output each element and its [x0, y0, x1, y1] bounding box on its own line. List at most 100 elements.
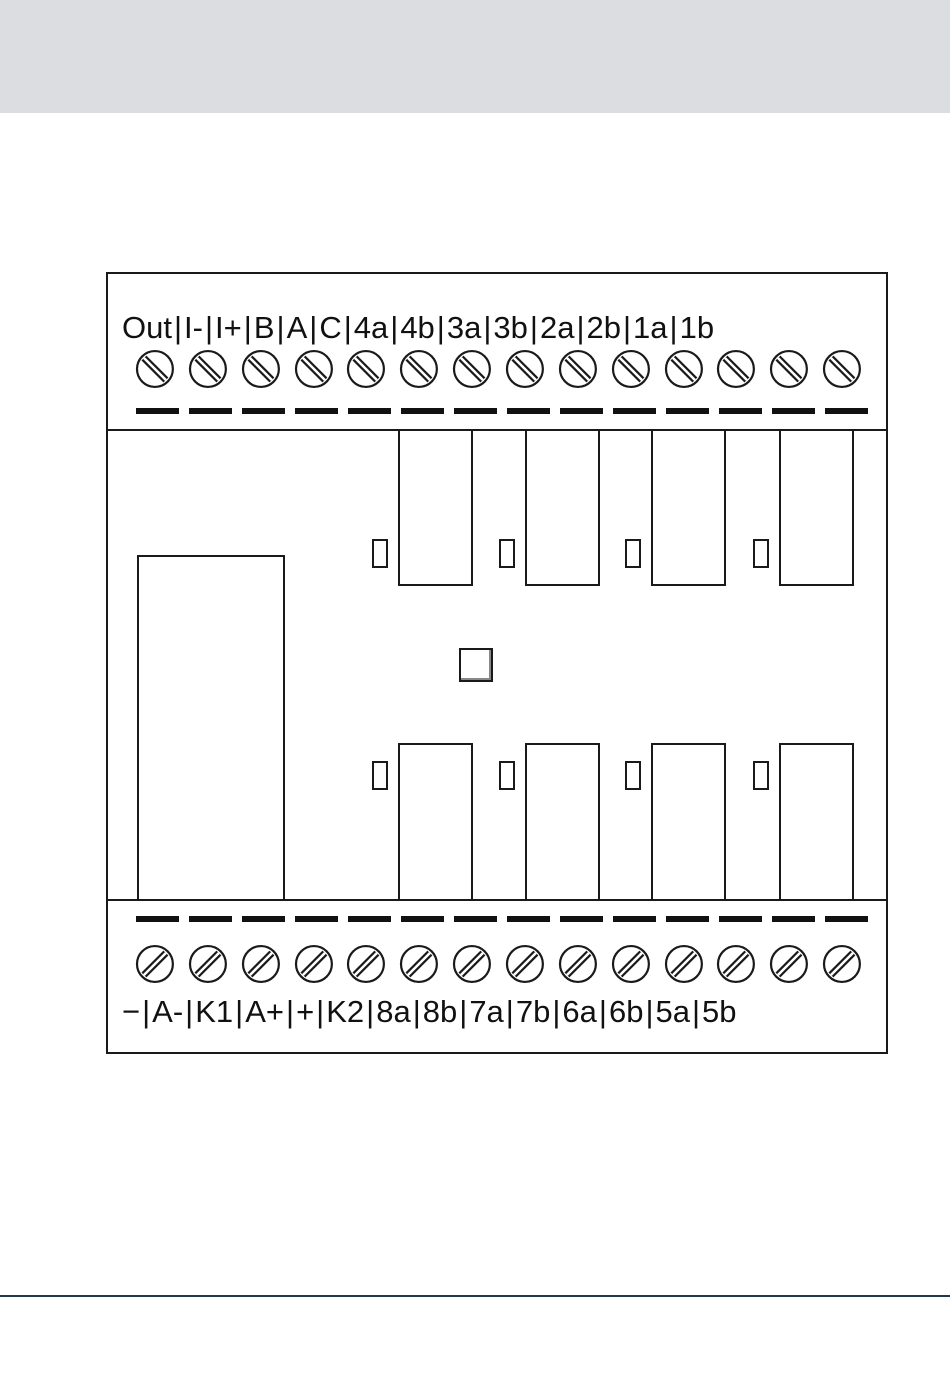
top-terminal-label: 4b	[400, 310, 434, 346]
bottom-terminal-separator: |	[506, 994, 514, 1030]
led-upper-2	[499, 539, 515, 568]
screw-slot-slash-icon[interactable]	[135, 944, 175, 984]
top-divider	[108, 429, 886, 431]
top-contact-bar	[136, 408, 179, 414]
top-terminal-label: A	[287, 310, 308, 346]
bottom-contact-bar	[825, 916, 868, 922]
top-terminal-label: 1b	[680, 310, 714, 346]
power-block	[137, 555, 285, 901]
screw-slot-slash-icon[interactable]	[241, 944, 281, 984]
bottom-terminal-separator: |	[599, 994, 607, 1030]
top-screw-row	[135, 349, 862, 389]
top-terminal-label: I-	[184, 310, 203, 346]
top-contact-bar	[560, 408, 603, 414]
top-contact-bar	[666, 408, 709, 414]
led-lower-2	[499, 761, 515, 790]
bottom-terminal-label: A+	[245, 994, 284, 1030]
relay-lower-2	[525, 743, 600, 901]
bottom-terminal-label: 7b	[516, 994, 550, 1030]
top-terminal-label: C	[319, 310, 341, 346]
screw-slot-slash-icon[interactable]	[769, 944, 809, 984]
screw-slot-backslash-icon[interactable]	[452, 349, 492, 389]
led-lower-3	[625, 761, 641, 790]
top-terminal-label: 4a	[354, 310, 388, 346]
screw-slot-backslash-icon[interactable]	[611, 349, 651, 389]
screw-slot-slash-icon[interactable]	[346, 944, 386, 984]
bottom-contact-bar	[348, 916, 391, 922]
top-terminal-label: 1a	[633, 310, 667, 346]
bottom-terminal-separator: |	[413, 994, 421, 1030]
top-terminal-label: I+	[215, 310, 242, 346]
top-contact-bar	[242, 408, 285, 414]
top-contact-bar	[348, 408, 391, 414]
screw-slot-backslash-icon[interactable]	[664, 349, 704, 389]
top-contact-bar	[454, 408, 497, 414]
relay-lower-4	[779, 743, 854, 901]
screw-slot-slash-icon[interactable]	[188, 944, 228, 984]
top-terminal-label: Out	[122, 310, 172, 346]
led-upper-4	[753, 539, 769, 568]
bottom-terminal-label: K2	[326, 994, 364, 1030]
screw-slot-backslash-icon[interactable]	[135, 349, 175, 389]
screw-slot-slash-icon[interactable]	[716, 944, 756, 984]
bottom-terminal-separator: |	[286, 994, 294, 1030]
top-terminal-separator: |	[390, 310, 398, 346]
bottom-terminal-label: 5a	[656, 994, 690, 1030]
top-terminal-separator: |	[483, 310, 491, 346]
top-terminal-separator: |	[530, 310, 538, 346]
top-contact-bars	[136, 408, 868, 414]
screw-slot-slash-icon[interactable]	[558, 944, 598, 984]
bottom-contact-bar	[666, 916, 709, 922]
screw-slot-slash-icon[interactable]	[294, 944, 334, 984]
top-terminal-separator: |	[344, 310, 352, 346]
bottom-contact-bar	[136, 916, 179, 922]
screw-slot-backslash-icon[interactable]	[399, 349, 439, 389]
screw-slot-backslash-icon[interactable]	[188, 349, 228, 389]
screw-slot-backslash-icon[interactable]	[716, 349, 756, 389]
bottom-terminal-label: −	[122, 994, 140, 1030]
bottom-contact-bar	[401, 916, 444, 922]
screw-slot-slash-icon[interactable]	[822, 944, 862, 984]
top-contact-bar	[189, 408, 232, 414]
screw-slot-backslash-icon[interactable]	[558, 349, 598, 389]
screw-slot-slash-icon[interactable]	[611, 944, 651, 984]
bottom-terminal-separator: |	[316, 994, 324, 1030]
bottom-contact-bar	[295, 916, 338, 922]
screw-slot-backslash-icon[interactable]	[769, 349, 809, 389]
led-upper-1	[372, 539, 388, 568]
footer-rule	[0, 1295, 950, 1297]
bottom-contact-bar	[772, 916, 815, 922]
screw-slot-backslash-icon[interactable]	[241, 349, 281, 389]
screw-slot-backslash-icon[interactable]	[822, 349, 862, 389]
top-terminal-label: 3a	[447, 310, 481, 346]
screw-slot-backslash-icon[interactable]	[294, 349, 334, 389]
bottom-contact-bar	[507, 916, 550, 922]
bottom-terminal-separator: |	[692, 994, 700, 1030]
bottom-terminal-label: K1	[195, 994, 233, 1030]
screw-slot-slash-icon[interactable]	[452, 944, 492, 984]
screw-slot-slash-icon[interactable]	[505, 944, 545, 984]
relay-upper-3	[651, 429, 726, 586]
bottom-contact-bar	[242, 916, 285, 922]
bottom-terminal-label: 6a	[562, 994, 596, 1030]
bottom-contact-bar	[613, 916, 656, 922]
bottom-terminal-separator: |	[235, 994, 243, 1030]
bottom-terminal-separator: |	[459, 994, 467, 1030]
relay-upper-4	[779, 429, 854, 586]
bottom-terminal-labels: −|A-|K1|A+|+|K2|8a|8b|7a|7b|6a|6b|5a|5b	[122, 994, 862, 1030]
bottom-contact-bar	[719, 916, 762, 922]
led-lower-4	[753, 761, 769, 790]
screw-slot-slash-icon[interactable]	[399, 944, 439, 984]
bottom-terminal-label: 8a	[376, 994, 410, 1030]
led-lower-1	[372, 761, 388, 790]
screw-slot-backslash-icon[interactable]	[346, 349, 386, 389]
bottom-terminal-label: +	[296, 994, 314, 1030]
top-terminal-label: 2a	[540, 310, 574, 346]
top-terminal-separator: |	[277, 310, 285, 346]
top-contact-bar	[613, 408, 656, 414]
screw-slot-backslash-icon[interactable]	[505, 349, 545, 389]
screw-slot-slash-icon[interactable]	[664, 944, 704, 984]
bottom-terminal-label: 6b	[609, 994, 643, 1030]
bottom-screw-row	[135, 944, 862, 984]
top-contact-bar	[295, 408, 338, 414]
